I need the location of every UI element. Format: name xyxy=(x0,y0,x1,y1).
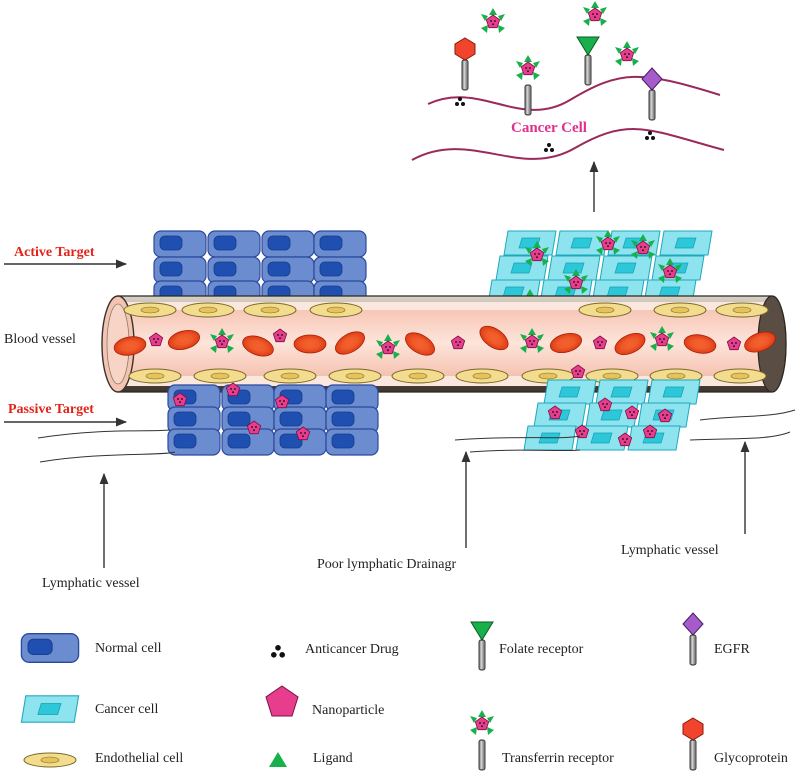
legend-transferrin-receptor: Transferrin receptor xyxy=(502,751,614,766)
legend-ligand: Ligand xyxy=(313,751,353,766)
egfr-receptor xyxy=(641,67,663,121)
legend-glycoprotein: Glycoprotein xyxy=(714,751,788,766)
legend-nanoparticle: Nanoparticle xyxy=(312,703,385,718)
legend-ligand-icon xyxy=(269,752,287,767)
legend-folate-icon xyxy=(470,621,494,671)
legend-folate-receptor: Folate receptor xyxy=(499,642,584,657)
legend-cancer-cell: Cancer cell xyxy=(95,702,159,717)
nanoparticle-free xyxy=(480,7,506,34)
cancer-tissue-bottom xyxy=(523,379,701,451)
legend-transferrin-icon xyxy=(469,709,495,771)
nanoparticle-free xyxy=(614,40,640,67)
legend-normal-cell: Normal cell xyxy=(95,641,162,656)
legend-drug-icon xyxy=(271,645,285,658)
transferrin-receptor xyxy=(515,54,541,116)
lymphatic-lines-left xyxy=(37,429,176,463)
drug-dots xyxy=(544,143,554,152)
legend-endothelial-icon xyxy=(23,752,77,768)
folate-receptor xyxy=(576,36,600,86)
passive-target-label: Passive Target xyxy=(8,402,94,417)
legend-endothelial-cell: Endothelial cell xyxy=(95,751,184,766)
legend-glycoprotein-icon xyxy=(682,717,704,771)
legend-icons xyxy=(20,612,704,771)
glycoprotein-receptor xyxy=(454,37,476,91)
legend-egfr: EGFR xyxy=(714,642,750,657)
normal-tissue-bottom xyxy=(167,382,379,456)
legend-anticancer-drug: Anticancer Drug xyxy=(305,642,399,657)
legend-nanoparticle-icon xyxy=(265,685,299,717)
lymphatic-lines-right xyxy=(454,409,796,453)
legend-egfr-icon xyxy=(682,612,704,666)
legend-cancer-cell-icon xyxy=(20,695,80,723)
lymphatic-vessel-right-label: Lymphatic vessel xyxy=(621,543,719,558)
lymphatic-vessel-left-label: Lymphatic vessel xyxy=(42,576,140,591)
cancer-cell-membrane xyxy=(411,75,725,161)
cancer-cell-label: Cancer Cell xyxy=(511,120,587,136)
active-target-label: Active Target xyxy=(14,245,95,260)
poor-drainage-label: Poor lymphatic Drainagr xyxy=(317,557,457,572)
drug-dots xyxy=(645,131,655,140)
nanoparticle-free xyxy=(582,0,608,27)
legend-normal-cell-icon xyxy=(20,633,80,663)
blood-vessel-label: Blood vessel xyxy=(4,332,76,347)
